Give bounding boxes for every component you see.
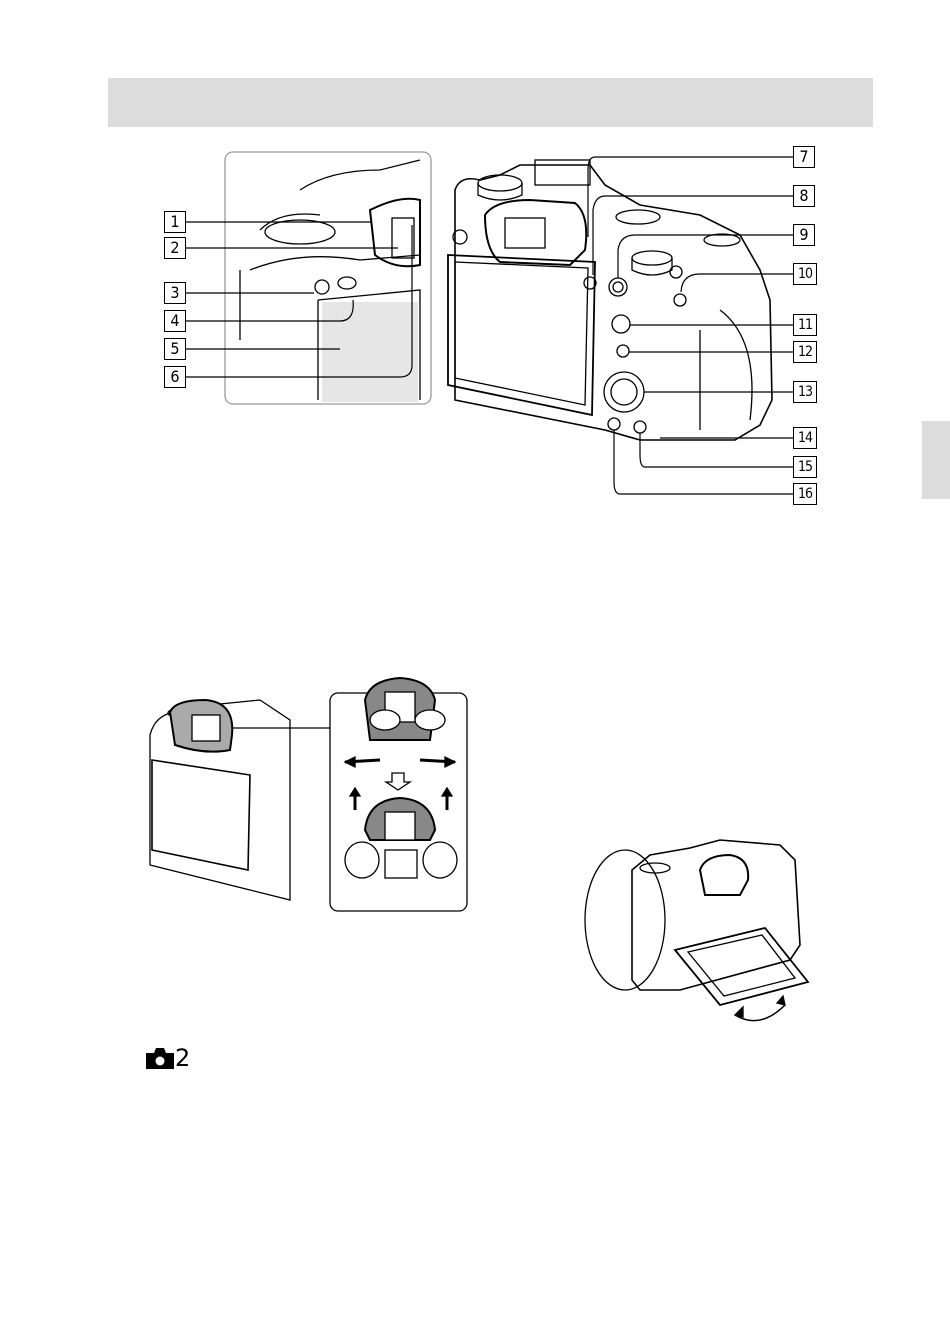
section-number: 2 bbox=[175, 1044, 191, 1072]
callout-9: 9 bbox=[793, 224, 815, 246]
callout-5: 5 bbox=[164, 338, 186, 360]
section-mark: 2 bbox=[145, 1046, 190, 1070]
leader-lines-right bbox=[587, 156, 793, 495]
callout-4: 4 bbox=[164, 310, 186, 332]
eyecup-illustration bbox=[149, 676, 468, 912]
callout-3: 3 bbox=[164, 282, 186, 304]
callout-13: 13 bbox=[793, 381, 817, 403]
side-index-tab bbox=[922, 421, 950, 499]
callout-7: 7 bbox=[793, 146, 815, 168]
tilt-monitor-illustration bbox=[584, 839, 810, 1022]
callout-15: 15 bbox=[793, 456, 817, 478]
callout-8: 8 bbox=[793, 185, 815, 207]
camera-icon bbox=[146, 1048, 174, 1069]
closeup-illustration bbox=[224, 151, 432, 405]
callout-16: 16 bbox=[793, 483, 817, 505]
rear-camera-illustration bbox=[447, 159, 773, 441]
leader-lines-left bbox=[186, 221, 413, 378]
callout-14: 14 bbox=[793, 427, 817, 449]
callout-6: 6 bbox=[164, 366, 186, 388]
callout-10: 10 bbox=[793, 263, 817, 285]
callout-1: 1 bbox=[164, 211, 186, 233]
callout-12: 12 bbox=[793, 341, 817, 363]
section-header-bar bbox=[108, 78, 873, 127]
callout-11: 11 bbox=[793, 314, 817, 336]
callout-2: 2 bbox=[164, 237, 186, 259]
